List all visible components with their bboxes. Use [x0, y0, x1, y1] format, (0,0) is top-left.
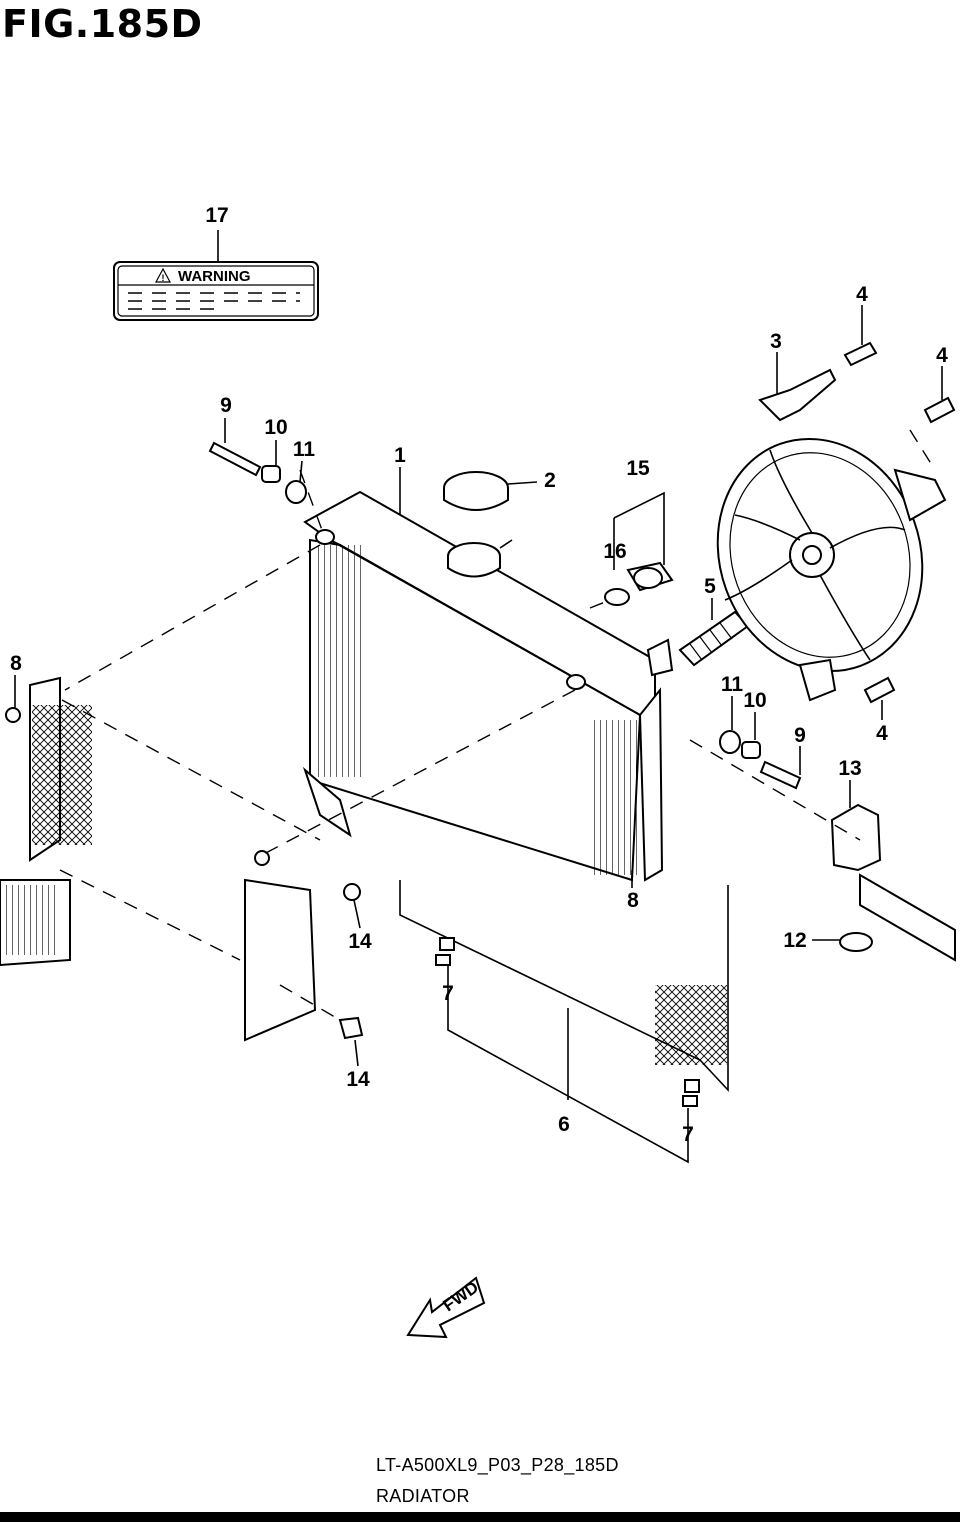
- radiator-hose-part: [646, 610, 750, 677]
- callout-9a: 9: [220, 394, 232, 417]
- callout-11a: 11: [293, 438, 316, 461]
- callout-14b: 14: [346, 1068, 370, 1091]
- callout-17: 17: [205, 204, 228, 227]
- callout-7a: 7: [442, 982, 454, 1005]
- callout-10a: 10: [264, 416, 287, 439]
- callout-13: 13: [838, 757, 861, 780]
- callout-14a: 14: [348, 930, 372, 953]
- forward-direction-arrow: FWD: [406, 1276, 486, 1339]
- callout-7b: 7: [682, 1123, 694, 1146]
- radiator-cap-part: [443, 471, 513, 578]
- mount-bolt-left-part: [208, 441, 307, 504]
- shroud-and-bracket-parts: [0, 676, 956, 1107]
- fan-bolt-parts: [843, 341, 956, 704]
- diagram-code: LT-A500XL9_P03_P28_185D: [376, 1455, 619, 1475]
- warning-label-text: WARNING: [178, 268, 251, 285]
- callout-2: 2: [544, 469, 556, 492]
- callout-4b: 4: [936, 344, 948, 367]
- callout-8a: 8: [10, 652, 22, 675]
- svg-text:!: !: [162, 273, 165, 283]
- callout-9b: 9: [794, 724, 806, 747]
- radiator-exploded-diagram: ! WARNING: [0, 204, 956, 1339]
- callout-12: 12: [783, 929, 806, 952]
- diagram-name: RADIATOR: [376, 1486, 470, 1506]
- cooling-fan-part: [716, 368, 947, 702]
- callout-leader-lines: [14, 230, 943, 1164]
- callout-16: 16: [603, 540, 626, 563]
- callout-8b: 8: [627, 889, 639, 912]
- callout-11b: 11: [721, 673, 744, 696]
- callout-3: 3: [770, 330, 782, 353]
- warning-label-part: ! WARNING: [113, 261, 319, 321]
- callout-4c: 4: [876, 722, 888, 745]
- callout-1: 1: [394, 444, 406, 467]
- callout-10b: 10: [743, 689, 766, 712]
- callout-4a: 4: [856, 283, 868, 306]
- fan-switch-part: [604, 561, 674, 606]
- callout-6: 6: [558, 1113, 570, 1136]
- radiator-core-part: [302, 490, 664, 882]
- figure-title: FIG.185D: [2, 2, 203, 46]
- bottom-border-bar: [0, 1512, 960, 1522]
- assembly-axis-lines: [59, 429, 936, 1021]
- callout-15: 15: [626, 457, 650, 480]
- callout-5: 5: [704, 575, 716, 598]
- callout-numbers: 17 1 2 3 4 4 4 5 15 16 9 10 11 8 8 11 10…: [10, 204, 948, 1146]
- warning-triangle-icon: [154, 267, 172, 283]
- mount-bolt-right-part: [719, 730, 802, 790]
